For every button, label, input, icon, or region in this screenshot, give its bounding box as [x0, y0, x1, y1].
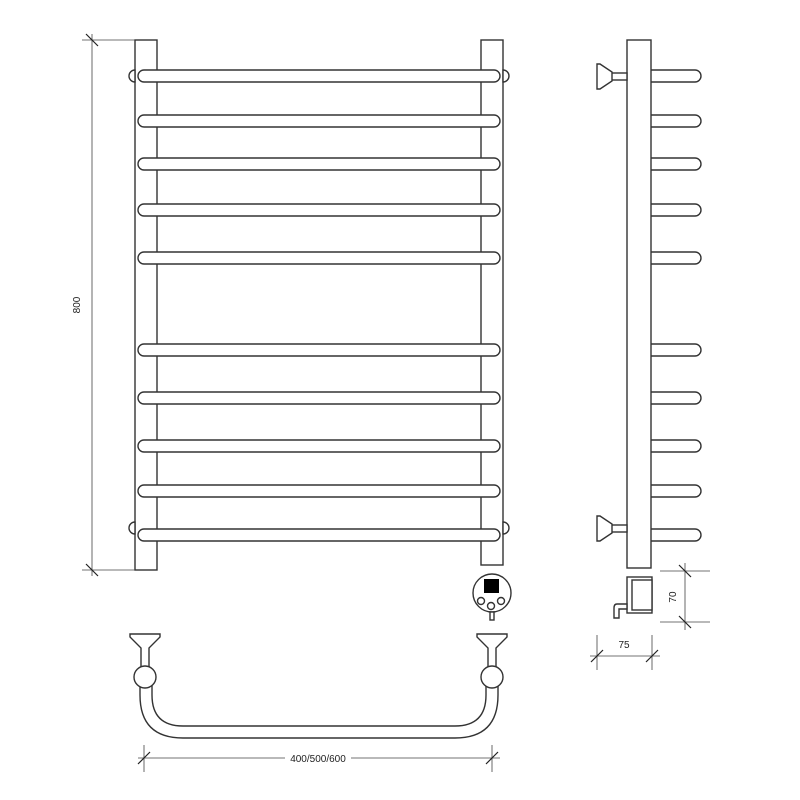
side-post — [626, 39, 652, 569]
thermostat-front — [472, 573, 512, 621]
rung — [137, 203, 501, 217]
depth-dimension: 75 — [590, 635, 660, 670]
side-wall-mount-top — [596, 63, 628, 90]
wall-mount-right-top — [502, 69, 510, 83]
rung — [137, 157, 501, 171]
rung — [137, 484, 501, 498]
left-post — [134, 39, 158, 571]
width-label: 400/500/600 — [290, 754, 346, 765]
wall-mount-right-plan — [476, 633, 508, 689]
rung — [137, 251, 501, 265]
rung — [137, 343, 501, 357]
wall-mount-left-bottom — [128, 521, 136, 535]
rung — [137, 528, 501, 542]
rung — [137, 69, 501, 83]
height-label: 800 — [72, 296, 83, 313]
thermostat-side — [613, 576, 653, 619]
thermostat-button — [496, 596, 506, 606]
side-wall-mount-bottom — [596, 515, 628, 542]
thermostat-height-label: 70 — [668, 591, 679, 603]
thermostat-button — [486, 601, 496, 611]
rung — [137, 439, 501, 453]
height-dimension: 800 — [72, 33, 135, 577]
wall-mount-right-bottom — [502, 521, 510, 535]
top-view: 400/500/600 — [129, 633, 508, 772]
width-dimension: 400/500/600 — [137, 745, 500, 772]
wall-mount-left-top — [128, 69, 136, 83]
rung — [137, 114, 501, 128]
u-tube — [139, 679, 499, 739]
depth-label: 75 — [618, 640, 630, 651]
wall-mount-left-plan — [129, 633, 161, 689]
thermostat-display — [484, 579, 499, 593]
front-view: 800 — [72, 33, 512, 621]
thermostat-button — [476, 596, 486, 606]
thermostat-height-dimension: 70 — [660, 563, 710, 630]
side-view: 70 75 — [590, 39, 710, 670]
right-post — [480, 39, 504, 566]
rung — [137, 391, 501, 405]
